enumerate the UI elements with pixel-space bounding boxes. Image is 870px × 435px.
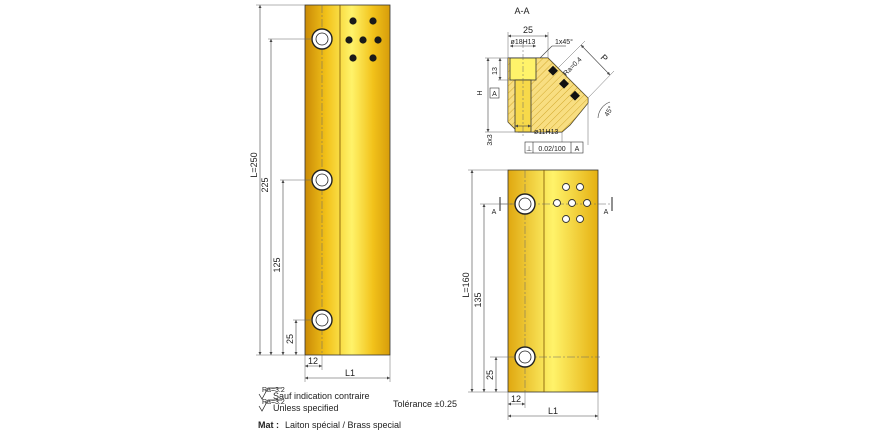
section-chamfer: 1x45° bbox=[555, 38, 573, 46]
section-tolerance-frame: ⊥ 0.02/100 A bbox=[524, 141, 584, 154]
svg-text:0.02/100: 0.02/100 bbox=[538, 146, 565, 153]
section-title: A-A bbox=[514, 6, 529, 16]
right-hole-bottom bbox=[514, 346, 536, 368]
svg-text:⊥: ⊥ bbox=[526, 146, 532, 153]
section-angle: 45° bbox=[603, 105, 615, 118]
left-view: L=250 225 125 25 12 L1 bbox=[249, 4, 391, 382]
section-bore-top: ø18H13 bbox=[511, 39, 536, 46]
section-dim-3x3: 3x3 bbox=[487, 134, 494, 145]
svg-text:Ra=3.2: Ra=3.2 bbox=[262, 399, 285, 406]
note-line-2: Unless specified bbox=[273, 403, 339, 413]
right-view: A A L=160 135 25 12 L1 bbox=[461, 169, 613, 420]
left-lube-dots bbox=[345, 17, 382, 62]
right-dim-l1: L1 bbox=[548, 406, 558, 416]
svg-text:A: A bbox=[575, 146, 580, 153]
right-dim-135: 135 bbox=[473, 292, 483, 307]
left-hole-middle bbox=[311, 169, 333, 191]
left-length-label: L=250 bbox=[249, 152, 259, 177]
section-datum-a: A bbox=[492, 91, 497, 98]
right-length-label: L=160 bbox=[461, 272, 471, 297]
roughness-symbol-1 bbox=[258, 387, 282, 400]
right-section-mark-left: A bbox=[492, 209, 497, 216]
right-dim-12: 12 bbox=[511, 394, 521, 404]
section-lube-pockets bbox=[548, 65, 580, 101]
left-hole-bottom bbox=[311, 309, 333, 331]
section-bore-bottom: ø11H13 bbox=[534, 129, 558, 136]
right-section-mark-right: A bbox=[604, 209, 609, 216]
left-dim-225: 225 bbox=[260, 177, 270, 192]
section-dim-p: P bbox=[599, 52, 610, 63]
note-line-1: Sauf indication contraire bbox=[273, 391, 370, 401]
roughness-symbol-2 bbox=[258, 399, 282, 412]
notes: Ra=3.2 Sauf indication contraire Ra=3.2 … bbox=[258, 387, 457, 430]
left-dim-12: 12 bbox=[308, 356, 318, 366]
section-view: A-A bbox=[477, 6, 615, 154]
left-dim-25: 25 bbox=[285, 334, 295, 344]
right-hole-top bbox=[514, 193, 536, 215]
left-dim-125: 125 bbox=[272, 257, 282, 272]
section-roughness: Ra=0.4 bbox=[562, 56, 583, 77]
section-dim-h: H bbox=[477, 90, 484, 95]
note-material-label: Mat : bbox=[258, 420, 279, 430]
left-dim-l1: L1 bbox=[345, 368, 355, 378]
section-dim-25: 25 bbox=[523, 25, 533, 35]
right-dim-25: 25 bbox=[485, 370, 495, 380]
section-dim-13: 13 bbox=[492, 67, 499, 75]
right-lube-holes bbox=[553, 183, 591, 223]
left-hole-top bbox=[311, 28, 333, 50]
svg-text:Ra=3.2: Ra=3.2 bbox=[262, 387, 285, 394]
note-material: Laiton spécial / Brass special bbox=[285, 420, 401, 430]
note-tolerance: Tolérance ±0.25 bbox=[393, 399, 457, 409]
